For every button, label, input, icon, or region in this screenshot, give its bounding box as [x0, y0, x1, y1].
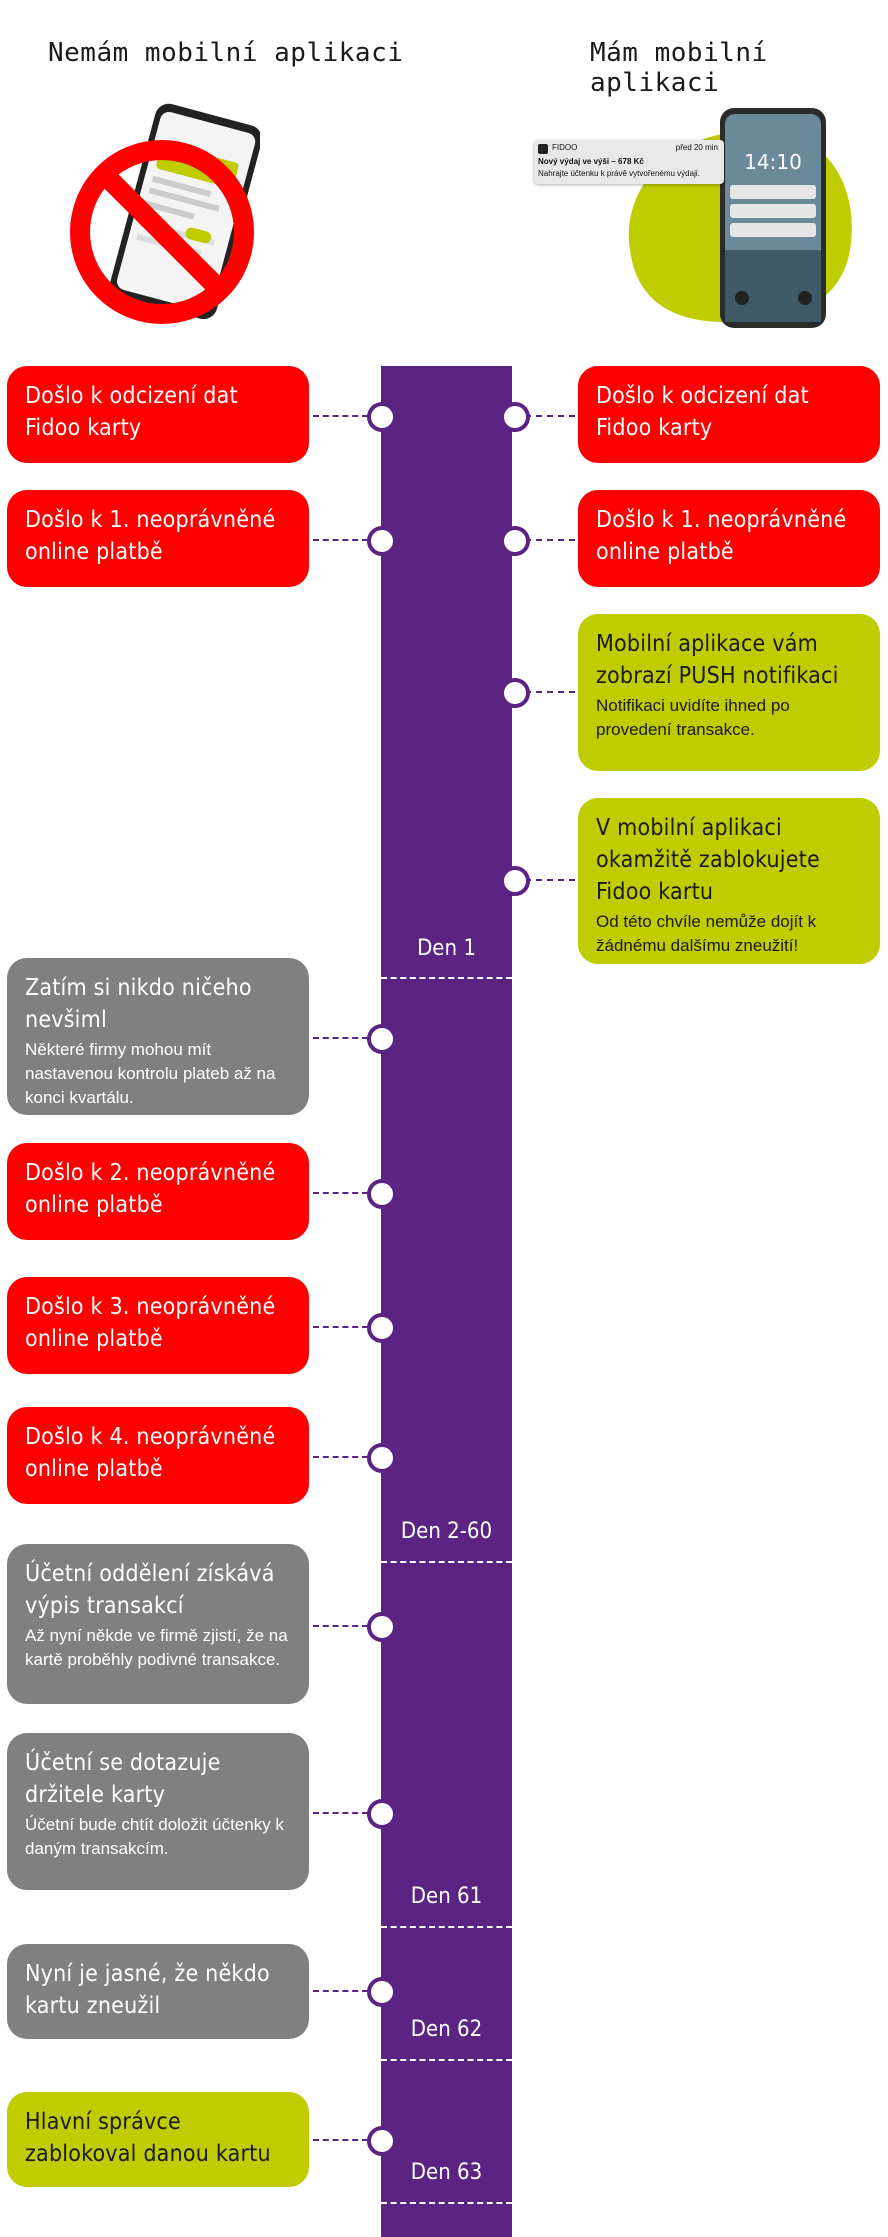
- card-title: Došlo k 4. neoprávněné online platbě: [25, 1421, 291, 1485]
- left-card-data-theft: Došlo k odcizení dat Fidoo karty: [7, 366, 309, 463]
- card-title: Mobilní aplikace vám zobrazí PUSH notifi…: [596, 628, 862, 692]
- timeline-dot: [367, 1977, 397, 2007]
- left-card-misuse-clear: Nyní je jasné, že někdo kartu zneužil: [7, 1944, 309, 2039]
- day-label-2-60: Den 2-60: [381, 1519, 512, 1544]
- timeline-dot: [367, 1024, 397, 1054]
- card-title: Účetní oddělení získává výpis transakcí: [25, 1558, 291, 1622]
- connector: [313, 1192, 368, 1194]
- timeline-dot: [500, 866, 530, 896]
- timeline-dot: [367, 1612, 397, 1642]
- header-no-app: Nemám mobilní aplikaci: [48, 38, 403, 68]
- day-divider-1: [381, 977, 512, 979]
- right-card-block-card: V mobilní aplikaci okamžitě zablokujete …: [578, 798, 880, 964]
- timeline-dot: [367, 1313, 397, 1343]
- card-description: Některé firmy mohou mít nastavenou kontr…: [25, 1038, 291, 1110]
- notification-body: Nahrajte účtenku k právě vytvořenému výd…: [538, 169, 700, 178]
- timeline-dot: [367, 402, 397, 432]
- left-card-admin-blocked: Hlavní správce zablokoval danou kartu: [7, 2092, 309, 2187]
- connector: [313, 539, 368, 541]
- left-card-accounting-statement: Účetní oddělení získává výpis transakcí …: [7, 1544, 309, 1704]
- notification-app: FIDOO: [552, 143, 577, 152]
- timeline-dot: [500, 678, 530, 708]
- card-title: Došlo k 3. neoprávněné online platbě: [25, 1291, 291, 1355]
- day-label-61: Den 61: [381, 1884, 512, 1909]
- notification-time: před 20 min: [676, 143, 718, 152]
- card-title: Zatím si nikdo ničeho nevšiml: [25, 972, 291, 1036]
- phone-clock: 14:10: [725, 150, 821, 174]
- card-description: Účetní bude chtít doložit účtenky k daný…: [25, 1813, 291, 1861]
- timeline-dot: [500, 402, 530, 432]
- card-title: Došlo k 1. neoprávněné online platbě: [25, 504, 291, 568]
- card-title: Hlavní správce zablokoval danou kartu: [25, 2106, 291, 2170]
- timeline-bar: [381, 366, 512, 2237]
- day-divider-3: [381, 1926, 512, 1928]
- right-card-data-theft: Došlo k odcizení dat Fidoo karty: [578, 366, 880, 463]
- connector: [313, 1990, 368, 1992]
- day-divider-2: [381, 1561, 512, 1563]
- no-phone-icon: [60, 100, 260, 330]
- phone-with-notification: 14:10 FIDOO před 20 min Nový výdaj ve vý…: [530, 100, 860, 340]
- push-notification: FIDOO před 20 min Nový výdaj ve výši – 6…: [534, 140, 724, 184]
- connector: [313, 1037, 368, 1039]
- connector: [313, 1625, 368, 1627]
- timeline-dot: [367, 2126, 397, 2156]
- timeline-dot: [500, 526, 530, 556]
- card-title: Došlo k 2. neoprávněné online platbě: [25, 1157, 291, 1221]
- left-card-payment-3: Došlo k 3. neoprávněné online platbě: [7, 1277, 309, 1374]
- card-description: Notifikaci uvidíte ihned po provedení tr…: [596, 694, 862, 742]
- left-card-accountant-asks: Účetní se dotazuje držitele karty Účetní…: [7, 1733, 309, 1890]
- card-description: Až nyní někde ve firmě zjistí, že na kar…: [25, 1624, 291, 1672]
- left-card-payment-2: Došlo k 2. neoprávněné online platbě: [7, 1143, 309, 1240]
- timeline-dot: [367, 526, 397, 556]
- right-card-payment-1: Došlo k 1. neoprávněné online platbě: [578, 490, 880, 587]
- day-label-1: Den 1: [381, 936, 512, 961]
- connector: [313, 1812, 368, 1814]
- card-title: Došlo k odcizení dat Fidoo karty: [25, 380, 291, 444]
- left-card-nobody-noticed: Zatím si nikdo ničeho nevšiml Některé fi…: [7, 958, 309, 1115]
- card-title: Nyní je jasné, že někdo kartu zneužil: [25, 1958, 291, 2022]
- card-description: Od této chvíle nemůže dojít k žádnému da…: [596, 910, 862, 958]
- left-card-payment-4: Došlo k 4. neoprávněné online platbě: [7, 1407, 309, 1504]
- day-divider-5: [381, 2202, 512, 2204]
- day-divider-4: [381, 2059, 512, 2061]
- fidoo-app-icon: [538, 144, 548, 154]
- connector: [525, 691, 575, 693]
- left-card-payment-1: Došlo k 1. neoprávněné online platbě: [7, 490, 309, 587]
- notification-title: Nový výdaj ve výši – 678 Kč: [538, 157, 644, 166]
- connector: [313, 2139, 368, 2141]
- timeline-dot: [367, 1443, 397, 1473]
- day-label-63: Den 63: [381, 2160, 512, 2185]
- connector: [525, 879, 575, 881]
- card-title: Došlo k 1. neoprávněné online platbě: [596, 504, 862, 568]
- header-with-app: Mám mobilní aplikaci: [590, 38, 888, 98]
- right-card-push-notification: Mobilní aplikace vám zobrazí PUSH notifi…: [578, 614, 880, 771]
- connector: [313, 1326, 368, 1328]
- connector: [525, 415, 575, 417]
- card-title: Došlo k odcizení dat Fidoo karty: [596, 380, 862, 444]
- connector: [313, 415, 368, 417]
- day-label-62: Den 62: [381, 2017, 512, 2042]
- timeline-dot: [367, 1799, 397, 1829]
- connector: [525, 539, 575, 541]
- card-title: Účetní se dotazuje držitele karty: [25, 1747, 291, 1811]
- timeline-dot: [367, 1179, 397, 1209]
- connector: [313, 1456, 368, 1458]
- card-title: V mobilní aplikaci okamžitě zablokujete …: [596, 812, 862, 908]
